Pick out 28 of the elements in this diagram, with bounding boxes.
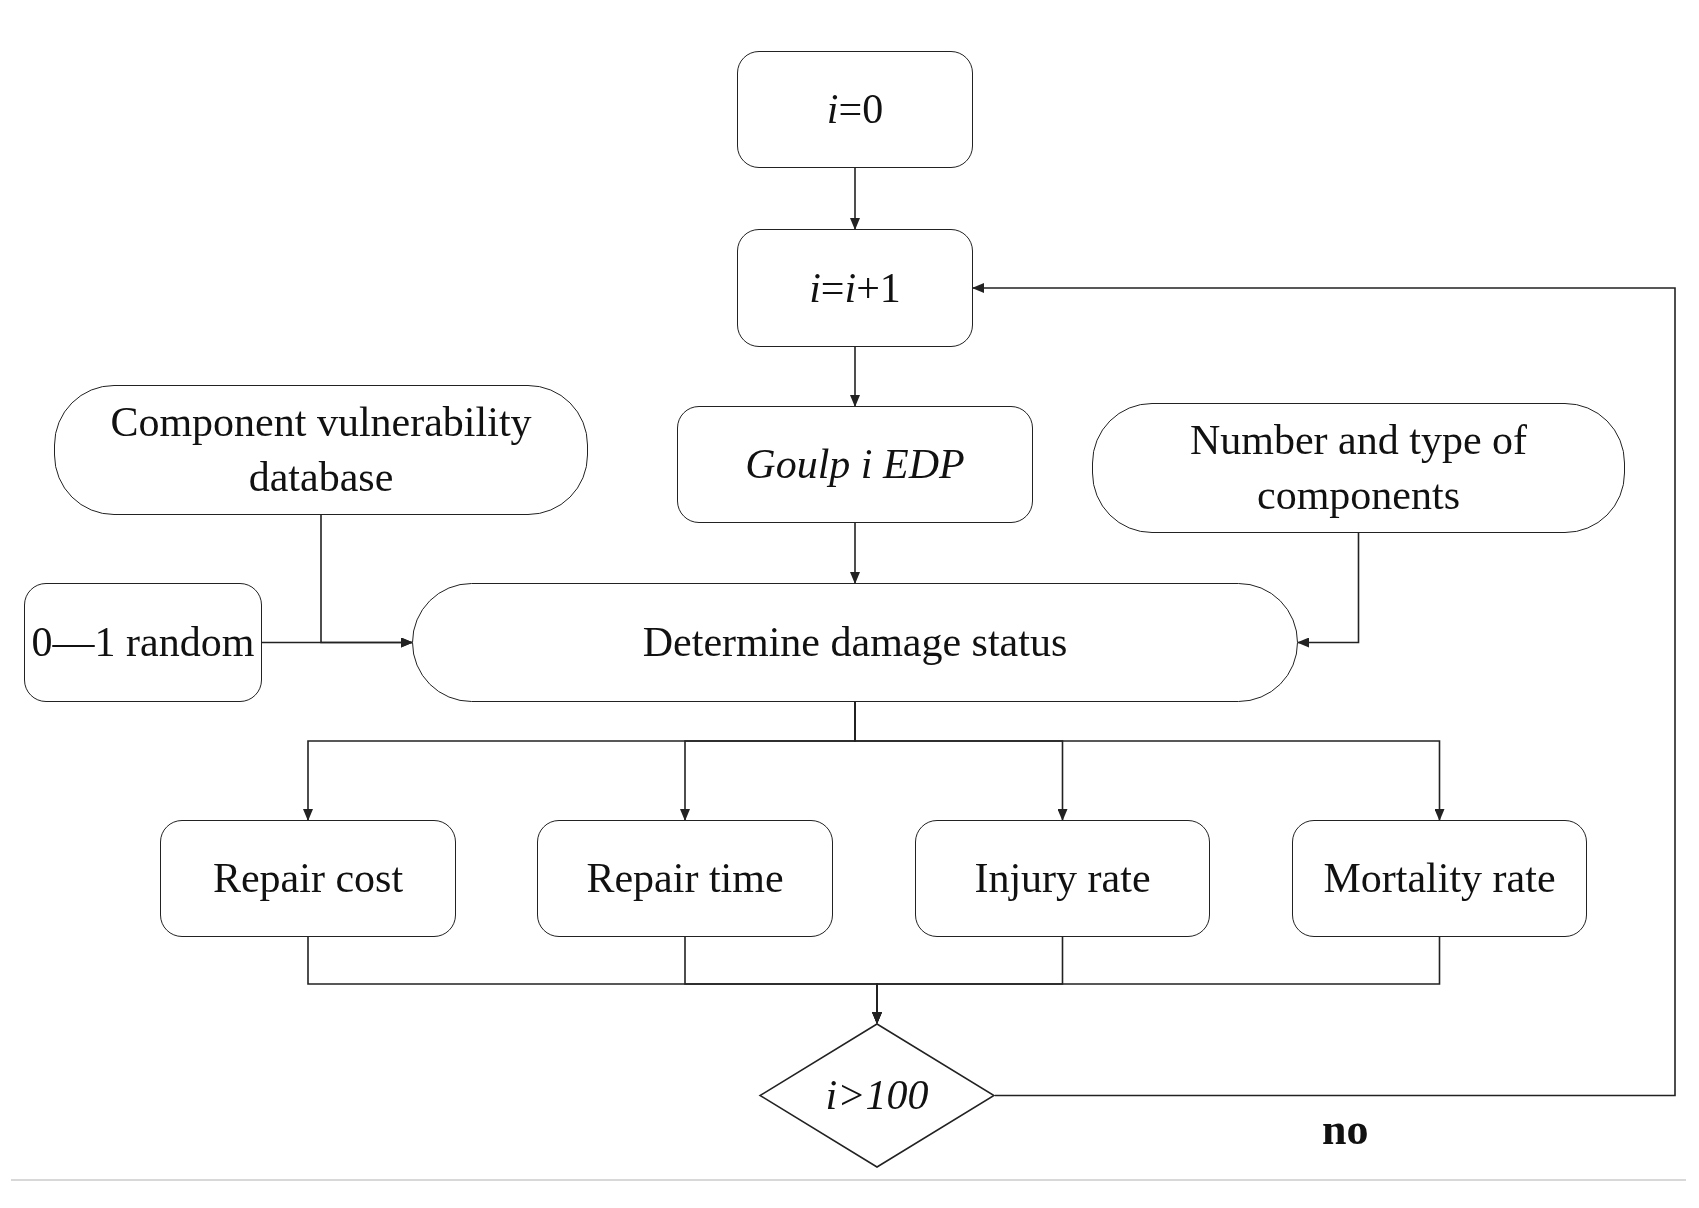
result-box — [537, 820, 833, 937]
node-label: Determine damage status — [642, 618, 1068, 668]
decision-diamond — [759, 1023, 995, 1168]
node-label: Repair cost — [212, 854, 404, 904]
result-box — [1292, 820, 1587, 937]
arrow — [850, 167, 860, 230]
arrow — [872, 936, 1441, 1024]
node-label: i=i+1 — [809, 263, 901, 313]
process-box — [24, 583, 262, 702]
arrow — [850, 522, 860, 584]
arrow — [850, 346, 860, 407]
process-box — [737, 229, 973, 347]
node-label: Injury rate — [974, 854, 1151, 904]
node-label: Number and type of components — [1188, 416, 1529, 520]
node-label: Goulp i EDP — [745, 440, 965, 490]
arrow — [972, 283, 1676, 1097]
node-label: i>100 — [825, 1071, 929, 1121]
process-box — [737, 51, 973, 168]
result-box — [160, 820, 456, 937]
node-label: Component vulnerability database — [109, 398, 533, 502]
node-label: Repair time — [586, 854, 784, 904]
node-label: i=0 — [826, 85, 884, 135]
node-label: 0—1 random — [31, 618, 255, 668]
process-box — [677, 406, 1033, 523]
node-label: Mortality rate — [1323, 854, 1556, 904]
result-box — [915, 820, 1210, 937]
arrow — [261, 637, 413, 648]
arrow — [1297, 532, 1360, 648]
